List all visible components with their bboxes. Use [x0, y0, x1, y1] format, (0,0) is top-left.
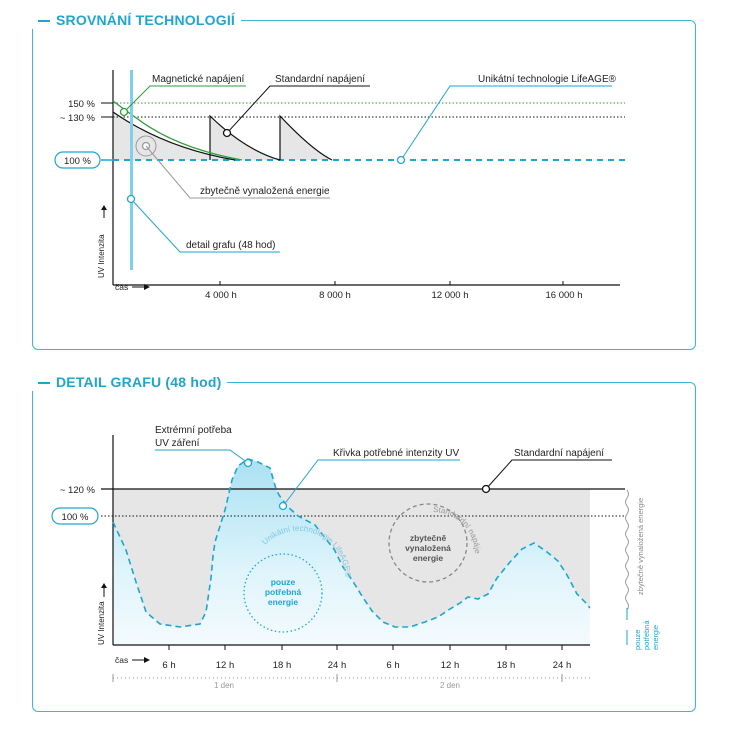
detail-panel-title: DETAIL GRAFU (48 hod) [32, 373, 228, 391]
wasted-area [113, 489, 590, 627]
wasted-area-2 [210, 116, 280, 160]
x-tick-label: 18 h [497, 660, 516, 671]
x-axis-arrowhead [144, 284, 150, 290]
lifeage-callout-line [400, 85, 612, 161]
x-tick-label: 4 000 h [205, 290, 237, 301]
needed-text-3: energie [268, 597, 299, 607]
side-needed-label-1: pouze [633, 630, 642, 650]
x-tick-label: 8 000 h [319, 290, 351, 301]
curve-label: Křivka potřebné intenzity UV [333, 448, 460, 459]
wasted-callout-line [145, 145, 330, 199]
title-dash [38, 20, 50, 23]
wasted-area-3 [280, 116, 332, 160]
needed-area [113, 459, 590, 645]
detail-label: detail grafu (48 hod) [186, 240, 276, 251]
standard-callout-dot [222, 128, 232, 138]
x-tick-label: 6 h [386, 660, 399, 671]
detail-panel [32, 382, 696, 712]
magnetic-curve [112, 100, 243, 161]
day-label: 1 den [214, 681, 234, 690]
x-tick-label: 12 h [216, 660, 235, 671]
needed-text-2: potřebná [265, 587, 302, 597]
needed-circle [243, 553, 323, 633]
detail-callout-dot [126, 194, 136, 204]
y-axis-label: UV Intenzita [97, 234, 106, 278]
level-100-pill [54, 151, 101, 169]
y-axis-arrowhead [101, 583, 107, 588]
wasted-label: zbytečně vynaložená energie [200, 186, 330, 197]
y-axis-arrowhead [101, 205, 107, 210]
wasted-callout-ring [135, 135, 157, 157]
wasted-circle [388, 503, 468, 583]
x-tick-label: 12 000 h [432, 290, 469, 301]
level-130-label: ~ 130 % [60, 113, 96, 124]
x-tick-label: 24 h [553, 660, 572, 671]
standard-curve-2 [209, 114, 281, 161]
curve-callout-dot [278, 501, 288, 511]
wasted-text-3: energie [413, 553, 444, 563]
x-axis-label: čas [115, 282, 128, 292]
magnetic-callout-dot [119, 107, 129, 117]
title-dash [38, 382, 50, 385]
uv-need-curve [112, 458, 591, 628]
standard-curve-3 [279, 114, 333, 161]
standard-label: Standardní napájení [514, 448, 604, 459]
wasted-text-1: zbytečně [410, 533, 447, 543]
magnetic-callout-line [123, 85, 246, 113]
standard-curve-1 [112, 111, 236, 161]
comparison-panel [32, 20, 696, 350]
x-tick-label: 12 h [441, 660, 460, 671]
standard-callout-line [485, 459, 612, 490]
standard-label: Standardní napájení [275, 74, 365, 85]
level-100-pill [51, 507, 99, 525]
day-label: 2 den [440, 681, 460, 690]
detail-marker-bar [130, 70, 133, 270]
lifeage-label: Unikátní technologie LifeAGE® [478, 74, 617, 85]
lifeage-callout-dot [396, 155, 406, 165]
detail-callout-line [130, 198, 280, 253]
wasted-brace [625, 489, 629, 611]
x-ticks [168, 645, 563, 650]
side-needed-label-3: energie [651, 625, 660, 650]
wasted-text-2: vynaložená [405, 543, 451, 553]
detail-title-text: DETAIL GRAFU (48 hod) [56, 374, 222, 390]
level-120-label: ~ 120 % [60, 485, 96, 496]
needed-text-1: pouze [271, 577, 296, 587]
level-100-label: 100 % [62, 512, 89, 523]
x-tick-label: 6 h [162, 660, 175, 671]
level-100-label: 100 % [64, 156, 91, 167]
side-needed-label-2: potřebná [642, 620, 651, 650]
comparison-title-text: SROVNÁNÍ TECHNOLOGIÍ [56, 12, 236, 28]
side-wasted-label: zbytečně vynaložená energie [636, 498, 645, 595]
level-150-label: 150 % [68, 99, 95, 110]
x-axis-label: čas [115, 655, 128, 665]
x-tick-label: 16 000 h [546, 290, 583, 301]
magnetic-label: Magnetické napájení [152, 74, 245, 85]
x-axis-arrowhead [144, 657, 150, 663]
standard-callout-line [226, 85, 370, 134]
x-tick-label: 24 h [328, 660, 347, 671]
comparison-panel-title: SROVNÁNÍ TECHNOLOGIÍ [32, 11, 242, 29]
extreme-callout-line [155, 449, 249, 464]
extreme-label-2: UV záření [155, 438, 200, 449]
curve-callout-line [282, 459, 460, 507]
standard-callout-dot [481, 484, 491, 494]
y-axis-label: UV Intenzita [97, 601, 106, 645]
extreme-label-1: Extrémní potřeba [155, 425, 232, 436]
extreme-callout-dot [243, 458, 253, 468]
x-tick-label: 18 h [273, 660, 292, 671]
